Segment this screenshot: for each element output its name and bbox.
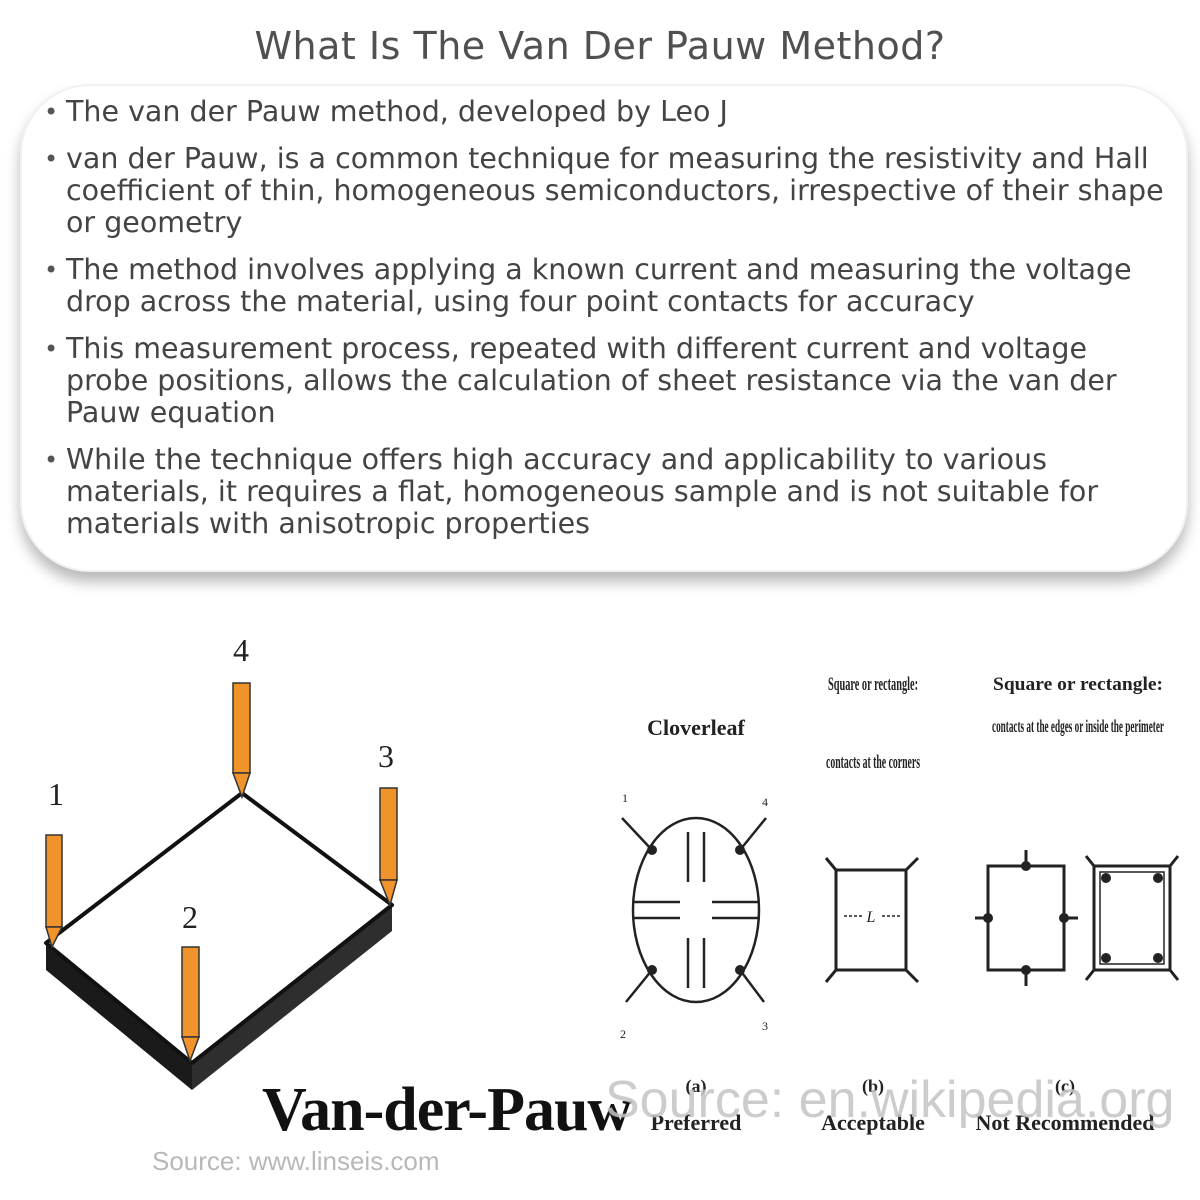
probe-2 xyxy=(180,946,201,1064)
probe-label-1: 1 xyxy=(48,776,64,812)
probe-label-4: 4 xyxy=(233,632,249,668)
bullet-text: While the technique offers high accuracy… xyxy=(66,443,1099,540)
plate-top xyxy=(44,791,394,1065)
probe-3 xyxy=(378,787,398,908)
panel-b-header: Square or rectangle: xyxy=(828,674,918,695)
cloverleaf-label-1: 1 xyxy=(622,791,628,805)
edge-contact-dots xyxy=(983,861,1069,975)
probe-4 xyxy=(231,682,252,800)
list-item: •The method involves applying a known cu… xyxy=(42,254,1172,318)
list-item: •van der Pauw, is a common technique for… xyxy=(42,143,1172,239)
cloverleaf-shape xyxy=(621,816,767,1004)
square-inside-contacts xyxy=(1084,855,1180,981)
bullet-text: The method involves applying a known cur… xyxy=(66,253,1132,318)
list-item: •This measurement process, repeated with… xyxy=(42,333,1172,429)
dimension-label: L xyxy=(866,909,876,926)
panel-c-rating: Not Recommended xyxy=(975,1110,1154,1135)
bullet-text: This measurement process, repeated with … xyxy=(66,332,1117,429)
sample-geometry-diagram: Cloverleaf Square or rectangle: contacts… xyxy=(620,674,1180,1135)
panel-c-header: Square or rectangle: xyxy=(993,674,1163,695)
bullet-dot: • xyxy=(44,446,59,474)
panel-c-letter: (c) xyxy=(1055,1076,1075,1097)
cloverleaf-contacts xyxy=(647,845,745,975)
square-corner-contacts xyxy=(824,856,920,984)
bullet-dot: • xyxy=(44,145,59,173)
panel-b-subheader: contacts at the corners xyxy=(826,752,920,773)
panel-b-rating: Acceptable xyxy=(821,1110,925,1135)
probe-label-3: 3 xyxy=(378,738,394,774)
bullet-list: •The van der Pauw method, developed by L… xyxy=(42,96,1172,555)
panel-a-letter: (a) xyxy=(686,1076,707,1097)
van-der-pauw-plate-diagram: 1 2 3 4 xyxy=(44,632,398,1090)
bullet-dot: • xyxy=(44,98,59,126)
panel-a-rating: Preferred xyxy=(651,1110,742,1135)
source-credit-right: Source: en.wikipedia.org xyxy=(605,1071,1175,1129)
list-item: •While the technique offers high accurac… xyxy=(42,444,1172,540)
plate-side-right xyxy=(192,905,392,1090)
list-item: •The van der Pauw method, developed by L… xyxy=(42,96,1172,128)
cloverleaf-label-3: 3 xyxy=(762,1019,768,1033)
bullet-dot: • xyxy=(44,256,59,284)
bullet-text: van der Pauw, is a common technique for … xyxy=(66,142,1164,239)
source-credit-left: Source: www.linseis.com xyxy=(152,1146,440,1176)
probe-1 xyxy=(44,834,64,950)
bullet-dot: • xyxy=(44,335,59,363)
panel-c-subheader: contacts at the edges or inside the peri… xyxy=(992,716,1164,736)
van-der-pauw-caption: Van-der-Pauw xyxy=(262,1076,632,1144)
panel-a-header: Cloverleaf xyxy=(647,715,745,740)
bullet-card xyxy=(20,84,1188,572)
bullet-text: The van der Pauw method, developed by Le… xyxy=(66,95,728,128)
inside-contact-dots xyxy=(1101,873,1163,963)
page-title: What Is The Van Der Pauw Method? xyxy=(254,24,946,68)
cloverleaf-label-4: 4 xyxy=(762,795,768,809)
probe-label-2: 2 xyxy=(182,899,198,935)
plate-side-left xyxy=(46,943,192,1090)
panel-b-letter: (b) xyxy=(862,1076,884,1097)
cloverleaf-label-2: 2 xyxy=(620,1027,626,1041)
